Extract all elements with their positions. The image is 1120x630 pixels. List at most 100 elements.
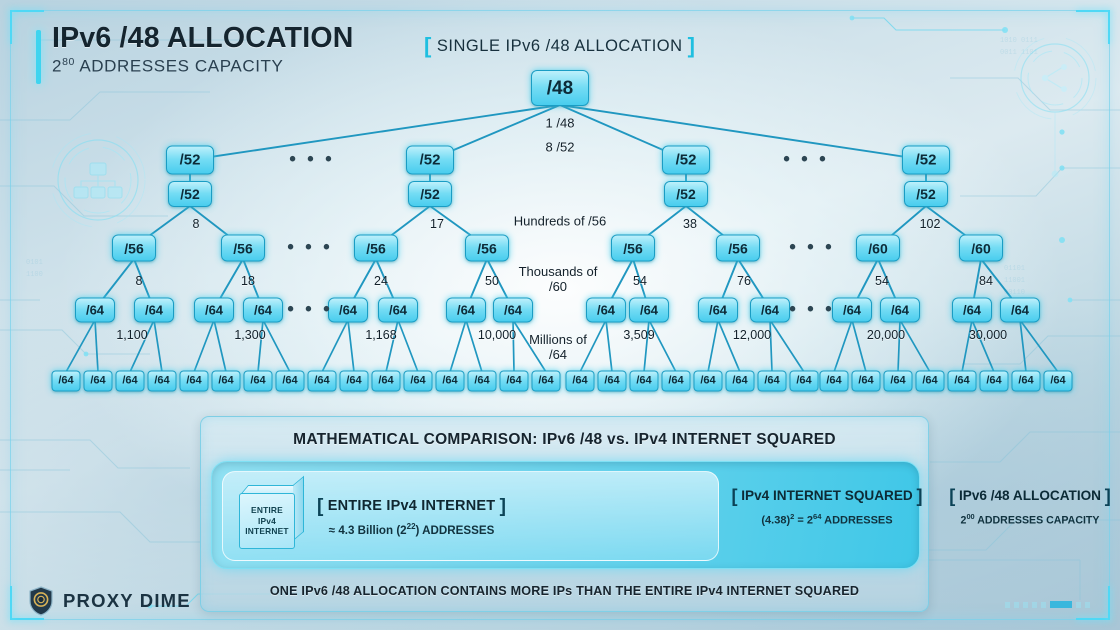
tree-node-64-10[interactable]: /64	[629, 297, 669, 323]
l64-count-4: 10,000	[477, 328, 517, 342]
tree-leaf-10[interactable]: /64	[339, 370, 369, 392]
tree-node-64-1[interactable]: /64	[75, 297, 115, 323]
tree-leaf-27[interactable]: /64	[883, 370, 913, 392]
tree-node-64-11[interactable]: /64	[698, 297, 738, 323]
tree-node-64-14[interactable]: /64	[880, 297, 920, 323]
tree-leaf-14[interactable]: /64	[467, 370, 497, 392]
tree-node-56-6[interactable]: /56	[716, 234, 760, 262]
tree-node-64-13[interactable]: /64	[832, 297, 872, 323]
header: IPv6 /48 ALLOCATION 280 ADDRESSES CAPACI…	[36, 23, 354, 84]
tree-node-56-4[interactable]: /56	[465, 234, 509, 262]
tree-leaf-19[interactable]: /64	[629, 370, 659, 392]
tree-leaf-2[interactable]: /64	[83, 370, 113, 392]
tree-leaf-21[interactable]: /64	[693, 370, 723, 392]
bracket-open-icon-mid: [	[731, 486, 738, 506]
l56-count-6: 76	[737, 274, 751, 288]
tree-node-52-1b[interactable]: /52	[168, 181, 212, 207]
tree-leaf-16[interactable]: /64	[531, 370, 561, 392]
tree-node-64-15[interactable]: /64	[952, 297, 992, 323]
tree-leaf-17[interactable]: /64	[565, 370, 595, 392]
right-sub-exponent: 00	[966, 512, 975, 521]
l56-count-2: 18	[241, 274, 255, 288]
title-accent-bar	[36, 30, 41, 84]
tree-leaf-32[interactable]: /64	[1043, 370, 1073, 392]
pip-6	[1076, 601, 1081, 608]
mid-sub-pre: (4.38)	[761, 514, 791, 527]
tree-node-64-8[interactable]: /64	[493, 297, 533, 323]
tree-node-64-2[interactable]: /64	[134, 297, 174, 323]
tree-node-64-9[interactable]: /64	[586, 297, 626, 323]
tree-node-root[interactable]: /48	[531, 70, 589, 106]
tree-node-52-4b[interactable]: /52	[904, 181, 948, 207]
right-sub-post: ADDRESSES CAPACITY	[974, 514, 1100, 527]
tree-leaf-22[interactable]: /64	[725, 370, 755, 392]
ipv4-sub-exponent: 22	[406, 521, 416, 531]
tree-leaf-13[interactable]: /64	[435, 370, 465, 392]
tree-node-56-5[interactable]: /56	[611, 234, 655, 262]
ipv4-heading: [ ENTIRE IPv4 INTERNET ]	[317, 496, 506, 518]
tree-leaf-28[interactable]: /64	[915, 370, 945, 392]
bracket-open-icon: [	[424, 33, 432, 58]
tree-node-64-6[interactable]: /64	[378, 297, 418, 323]
comparison-panel-footer: ONE IPv6 /48 ALLOCATION CONTAINS MORE IP…	[269, 584, 860, 598]
tree-leaf-26[interactable]: /64	[851, 370, 881, 392]
l56-count-5: 54	[633, 274, 647, 288]
mid-sub-exponent-2: 64	[813, 512, 822, 521]
tree-node-64-7[interactable]: /64	[446, 297, 486, 323]
subtitle-base: 2	[52, 56, 63, 76]
shield-icon	[28, 586, 54, 616]
tree-node-64-16[interactable]: /64	[1000, 297, 1040, 323]
tree-node-56-3[interactable]: /56	[354, 234, 398, 262]
tree-node-52-2b[interactable]: /52	[408, 181, 452, 207]
tree-node-56-1[interactable]: /56	[112, 234, 156, 262]
right-sub-pre: 2	[960, 514, 967, 527]
l64-count-5: 3,509	[623, 328, 655, 342]
tree-leaf-25[interactable]: /64	[819, 370, 849, 392]
pip-bar	[1050, 601, 1072, 608]
tree-node-56-2[interactable]: /56	[221, 234, 265, 262]
tree-leaf-15[interactable]: /64	[499, 370, 529, 392]
tree-leaf-1[interactable]: /64	[51, 370, 81, 392]
pip-1	[1005, 601, 1010, 608]
tree-leaf-11[interactable]: /64	[371, 370, 401, 392]
cube-line-3: INTERNET	[245, 526, 289, 537]
tree-node-60-7[interactable]: /60	[856, 234, 900, 262]
comparison-panel-title: MATHEMATICAL COMPARISON: IPv6 /48 vs. IP…	[293, 431, 836, 448]
tree-leaf-20[interactable]: /64	[661, 370, 691, 392]
l52-count-3: 38	[683, 217, 697, 231]
tree-leaf-30[interactable]: /64	[979, 370, 1009, 392]
mid-sub-mid: = 2	[794, 514, 814, 527]
tree-node-52-1a[interactable]: /52	[166, 145, 214, 175]
tree-node-64-3[interactable]: /64	[194, 297, 234, 323]
tree-node-52-2a[interactable]: /52	[406, 145, 454, 175]
l64-count-7: 20,000	[866, 328, 906, 342]
tree-leaf-24[interactable]: /64	[789, 370, 819, 392]
tree-node-64-4[interactable]: /64	[243, 297, 283, 323]
tree-leaf-12[interactable]: /64	[403, 370, 433, 392]
tree-leaf-4[interactable]: /64	[147, 370, 177, 392]
cube-line-1: ENTIRE	[251, 504, 283, 515]
tree-node-52-4a[interactable]: /52	[902, 145, 950, 175]
bracket-close-icon-right: ]	[1104, 486, 1111, 506]
tree-leaf-29[interactable]: /64	[947, 370, 977, 392]
tree-node-60-8[interactable]: /60	[959, 234, 1003, 262]
tree-leaf-7[interactable]: /64	[243, 370, 273, 392]
tree-leaf-9[interactable]: /64	[307, 370, 337, 392]
tree-leaf-18[interactable]: /64	[597, 370, 627, 392]
tree-leaf-23[interactable]: /64	[757, 370, 787, 392]
l60-count-7: 54	[875, 274, 889, 288]
tree-node-64-5[interactable]: /64	[328, 297, 368, 323]
center-label-thousands-line2: /60	[548, 279, 568, 294]
tree-leaf-31[interactable]: /64	[1011, 370, 1041, 392]
tree-leaf-5[interactable]: /64	[179, 370, 209, 392]
comparison-item-ipv6: [ IPv6 /48 ALLOCATION ] 200 ADDRESSES CA…	[930, 486, 1120, 527]
brand-name: PROXY DIME	[63, 590, 191, 611]
tree-node-52-3a[interactable]: /52	[662, 145, 710, 175]
tree-node-64-12[interactable]: /64	[750, 297, 790, 323]
tree-leaf-3[interactable]: /64	[115, 370, 145, 392]
tree-node-52-3b[interactable]: /52	[664, 181, 708, 207]
tree-leaf-8[interactable]: /64	[275, 370, 305, 392]
tree-leaf-6[interactable]: /64	[211, 370, 241, 392]
